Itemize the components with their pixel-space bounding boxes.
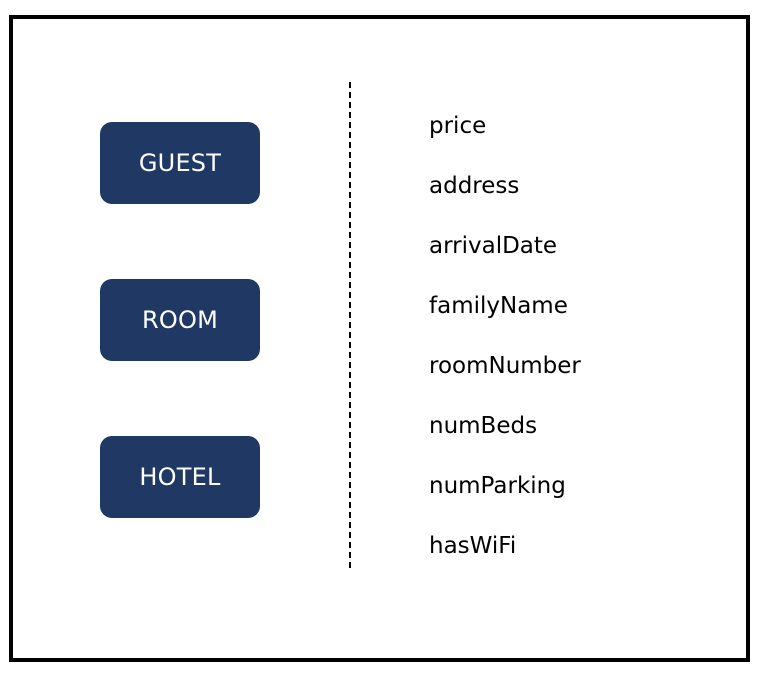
attribute-family-name[interactable]: familyName xyxy=(429,293,568,319)
entity-box-room[interactable]: ROOM xyxy=(100,279,260,361)
entity-box-hotel[interactable]: HOTEL xyxy=(100,436,260,518)
entity-label: ROOM xyxy=(142,306,218,334)
dashed-divider xyxy=(349,82,351,568)
attribute-price[interactable]: price xyxy=(429,113,487,139)
attribute-address[interactable]: address xyxy=(429,173,520,199)
entity-box-guest[interactable]: GUEST xyxy=(100,122,260,204)
entity-label: HOTEL xyxy=(139,463,221,491)
attribute-arrival-date[interactable]: arrivalDate xyxy=(429,233,558,259)
attribute-num-beds[interactable]: numBeds xyxy=(429,413,538,439)
attribute-num-parking[interactable]: numParking xyxy=(429,473,566,499)
attribute-room-number[interactable]: roomNumber xyxy=(429,353,581,379)
entity-label: GUEST xyxy=(138,149,222,177)
attribute-has-wifi[interactable]: hasWiFi xyxy=(429,533,517,559)
